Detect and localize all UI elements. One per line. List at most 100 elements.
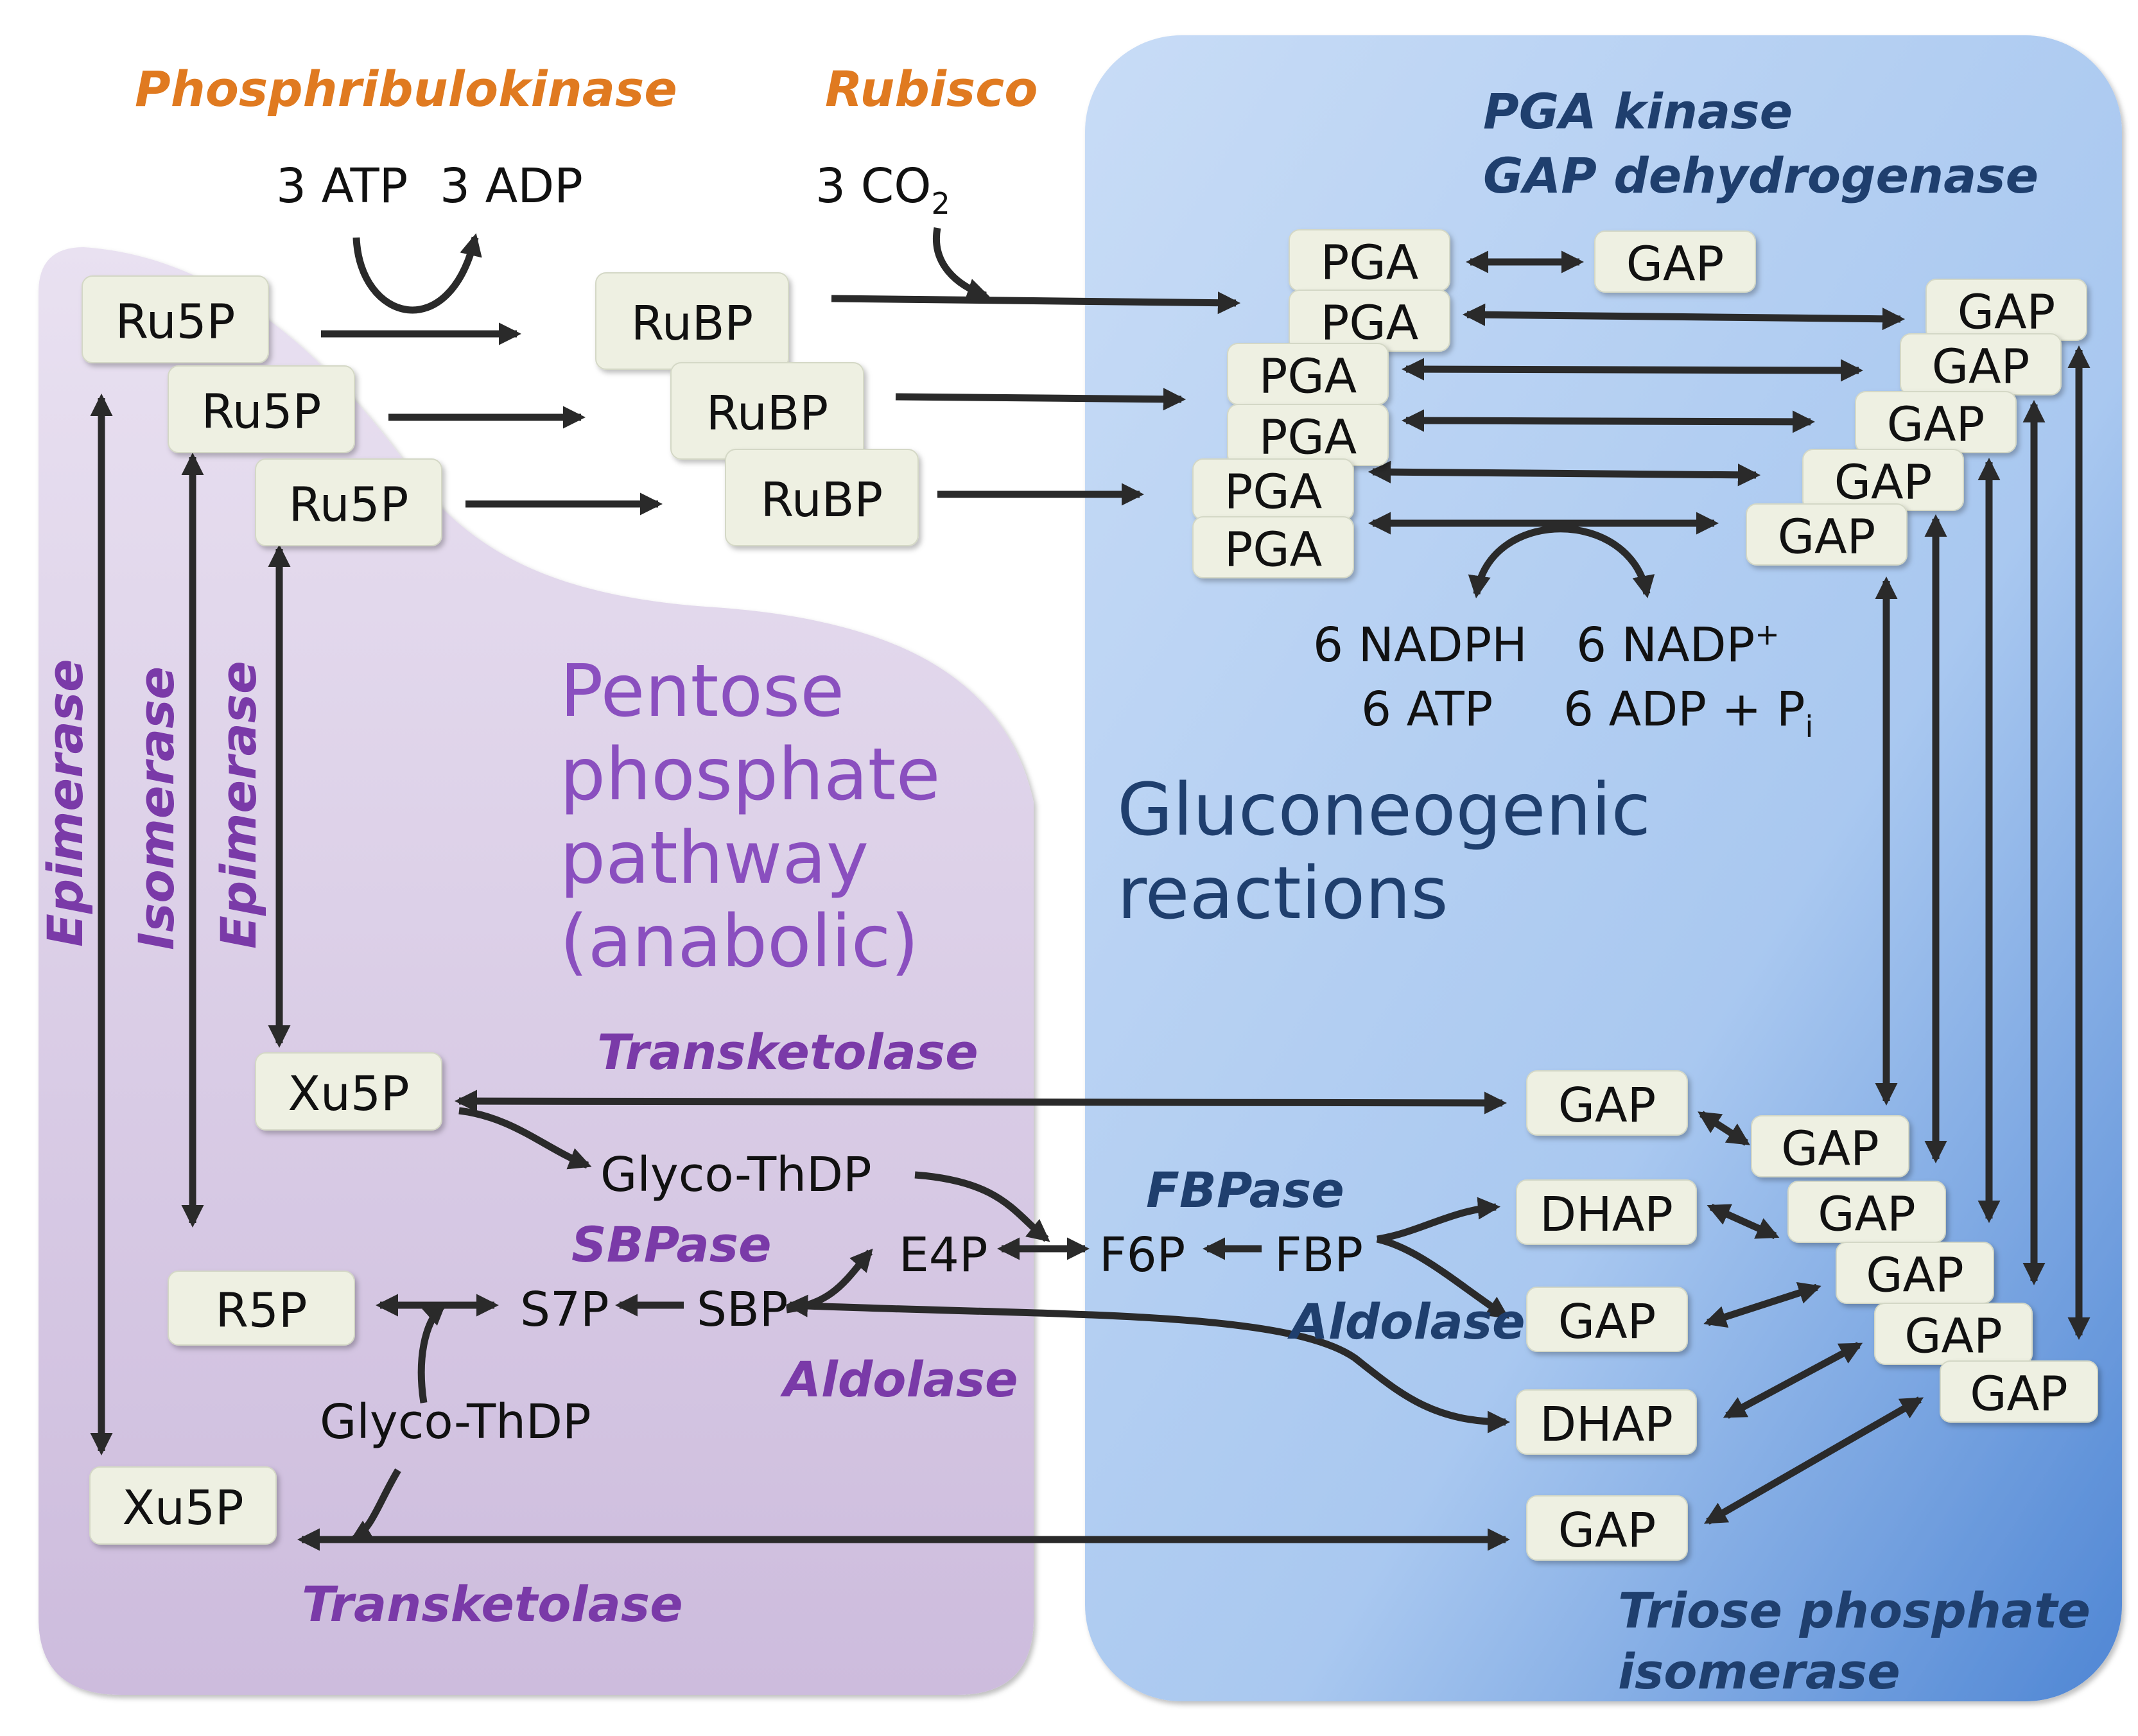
- pga-node-4: PGA: [1227, 404, 1389, 466]
- enzyme-isomerase: Isomerase: [128, 666, 185, 950]
- gap-node-aldolase-box: [1526, 1287, 1688, 1352]
- gap-node-r2: GAP: [1900, 333, 2062, 395]
- rubp-node-1-label: RuBP: [631, 296, 753, 351]
- arrow-pga3-gap: [1401, 358, 1864, 382]
- arrow-gaptk-gapb1: [1698, 1111, 1750, 1146]
- gap-node-b3-label: GAP: [1866, 1248, 1964, 1303]
- gap-node-b1-label: GAP: [1781, 1122, 1879, 1177]
- enzyme-transketolase-top: Transketolase: [597, 1023, 978, 1081]
- pga-node-6-label: PGA: [1224, 523, 1323, 578]
- enzyme-aldolase-left: Aldolase: [780, 1351, 1018, 1408]
- ru5p-node-2: Ru5P: [168, 365, 355, 453]
- ru5p-node-1-label: Ru5P: [116, 295, 236, 350]
- rubp-node-3-label: RuBP: [761, 473, 883, 528]
- pga-node-3: PGA: [1227, 343, 1389, 405]
- pga-node-1: PGA: [1289, 229, 1450, 291]
- gap-node-transk-bottom-label: GAP: [1558, 1503, 1656, 1558]
- arrow-transketolase-top: [454, 1089, 1508, 1115]
- arrow-rubp1-pga: [831, 291, 1241, 315]
- gap-node-transk-top: GAP: [1526, 1070, 1688, 1136]
- gap-node-r1-label: GAP: [1958, 285, 2056, 340]
- gap-node-r1: GAP: [1925, 279, 2087, 341]
- pga-node-3-label: PGA: [1259, 349, 1357, 404]
- metabolite-nodes: Ru5PRu5PRu5PRuBPRuBPRuBPPGAPGAPGAPGAPGAP…: [82, 229, 2098, 1561]
- gap-node-b4-label: GAP: [1904, 1309, 2003, 1364]
- gap-node-b1-box: [1751, 1115, 1909, 1177]
- rubp-node-1: RuBP: [595, 272, 789, 370]
- pga-node-6-box: [1192, 516, 1354, 578]
- cofactor-6-nadp: 6 NADP+: [1576, 617, 1780, 673]
- ru5p-node-3-label: Ru5P: [289, 478, 409, 533]
- rubp-node-3-box: [725, 449, 919, 546]
- gap-node-b1: GAP: [1751, 1115, 1909, 1177]
- gap-node-r4-label: GAP: [1834, 455, 1933, 510]
- dhap-node-2-box: [1516, 1389, 1697, 1455]
- cofactor-3-adp: 3 ADP: [440, 159, 583, 214]
- gap-node-b2: GAP: [1787, 1181, 1946, 1243]
- arrow-gapald-gapb3: [1703, 1281, 1821, 1328]
- gap-node-r3-label: GAP: [1887, 397, 1985, 453]
- arrow-nadph-curve: [1468, 525, 1655, 598]
- dhap-node-2: DHAP: [1516, 1389, 1697, 1455]
- cofactor-3-co2: 3 CO2: [815, 159, 950, 221]
- pga-node-2-label: PGA: [1321, 296, 1419, 351]
- pga-node-2: PGA: [1289, 290, 1450, 352]
- arrow-glyco-r5p: [417, 1302, 447, 1403]
- gap-node-b5-box: [1940, 1360, 2098, 1423]
- enzyme-tpi-line2: isomerase: [1618, 1643, 1900, 1700]
- enzyme-rubisco: Rubisco: [825, 60, 1038, 117]
- cofactor-3-atp: 3 ATP: [276, 159, 408, 214]
- xu5p-node-bottom-box: [89, 1466, 277, 1545]
- r5p-node-box: [168, 1271, 355, 1346]
- cofactor-6-nadph: 6 NADPH: [1313, 618, 1527, 673]
- enzyme-phosphoribulokinase: Phosphribulokinase: [135, 60, 677, 117]
- dhap-node-2-label: DHAP: [1540, 1397, 1673, 1452]
- gap-node-b3: GAP: [1836, 1242, 1994, 1304]
- arrow-pga2-gap: [1462, 303, 1906, 331]
- ru5p-node-2-label: Ru5P: [202, 385, 322, 440]
- ru5p-node-3: Ru5P: [255, 458, 442, 546]
- gap-node-r5: GAP: [1746, 503, 1908, 566]
- sbp-label: SBP: [697, 1282, 788, 1337]
- arrow-co2-curve: [933, 227, 990, 300]
- ru5p-node-1: Ru5P: [82, 275, 269, 363]
- arrow-xu5p-glyco: [458, 1107, 592, 1170]
- dhap-node-1: DHAP: [1516, 1179, 1697, 1245]
- gap-node-b5-label: GAP: [1970, 1367, 2068, 1422]
- xu5p-node-bottom: Xu5P: [89, 1466, 277, 1545]
- pga-node-6: PGA: [1192, 516, 1354, 578]
- gap-node-r4: GAP: [1802, 449, 1964, 511]
- arrow-sbp-dhap: [785, 1294, 1511, 1434]
- gap-node-aldolase: GAP: [1526, 1287, 1688, 1352]
- gap-node-transk-bottom: GAP: [1526, 1495, 1688, 1561]
- enzyme-sbpase: SBPase: [571, 1216, 772, 1273]
- ppp-title-line3: pathway: [560, 817, 869, 900]
- ru5p-node-3-box: [255, 458, 442, 546]
- arrow-atp-curve: [352, 233, 482, 314]
- gap-node-r5-box: [1746, 503, 1908, 566]
- xu5p-node-top: Xu5P: [255, 1052, 442, 1131]
- dhap-node-1-label: DHAP: [1540, 1187, 1673, 1242]
- pga-node-5: PGA: [1192, 458, 1354, 521]
- enzyme-transketolase-bottom: Transketolase: [302, 1575, 683, 1633]
- reaction-arrows: [90, 227, 2090, 1551]
- arrow-pga5-gap: [1368, 460, 1761, 487]
- pga-node-5-label: PGA: [1224, 465, 1323, 520]
- xu5p-node-top-box: [255, 1052, 442, 1131]
- enzyme-aldolase-right: Aldolase: [1287, 1293, 1525, 1350]
- pga-node-4-label: PGA: [1259, 410, 1357, 465]
- ppp-title-line2: phosphate: [560, 733, 940, 817]
- gap-node-b4: GAP: [1874, 1303, 2033, 1365]
- enzyme-epimerase-inner: Epimerase: [210, 661, 267, 949]
- gluco-title-line1: Gluconeogenic: [1117, 768, 1651, 852]
- gap-node-aldolase-label: GAP: [1558, 1294, 1656, 1350]
- arrow-gaptkb-gapb5: [1703, 1396, 1924, 1525]
- gap-node-top-label: GAP: [1626, 237, 1725, 292]
- arrow-glyco-f6p: [914, 1171, 1050, 1242]
- arrow-pga4-gap: [1401, 409, 1816, 433]
- gap-node-top-box: [1594, 230, 1756, 293]
- xu5p-node-bottom-label: Xu5P: [122, 1480, 243, 1536]
- e4p-label: E4P: [899, 1228, 987, 1283]
- rubp-node-2-label: RuBP: [706, 386, 828, 441]
